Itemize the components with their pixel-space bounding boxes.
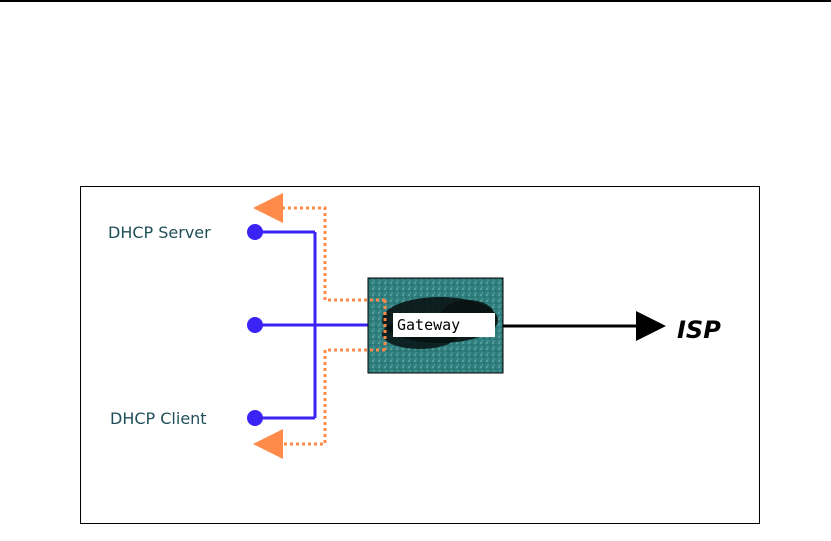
dhcp-flow-to-server bbox=[262, 208, 385, 300]
dhcp-client-node bbox=[247, 410, 263, 426]
gateway-label: Gateway bbox=[397, 316, 460, 334]
middle-node bbox=[247, 317, 263, 333]
dhcp-server-label: DHCP Server bbox=[108, 223, 211, 242]
lan-wiring bbox=[255, 232, 368, 418]
dhcp-client-label: DHCP Client bbox=[110, 409, 207, 428]
isp-label: ISP bbox=[677, 316, 721, 344]
dhcp-server-node bbox=[247, 224, 263, 240]
dhcp-flow-to-client bbox=[262, 350, 385, 444]
